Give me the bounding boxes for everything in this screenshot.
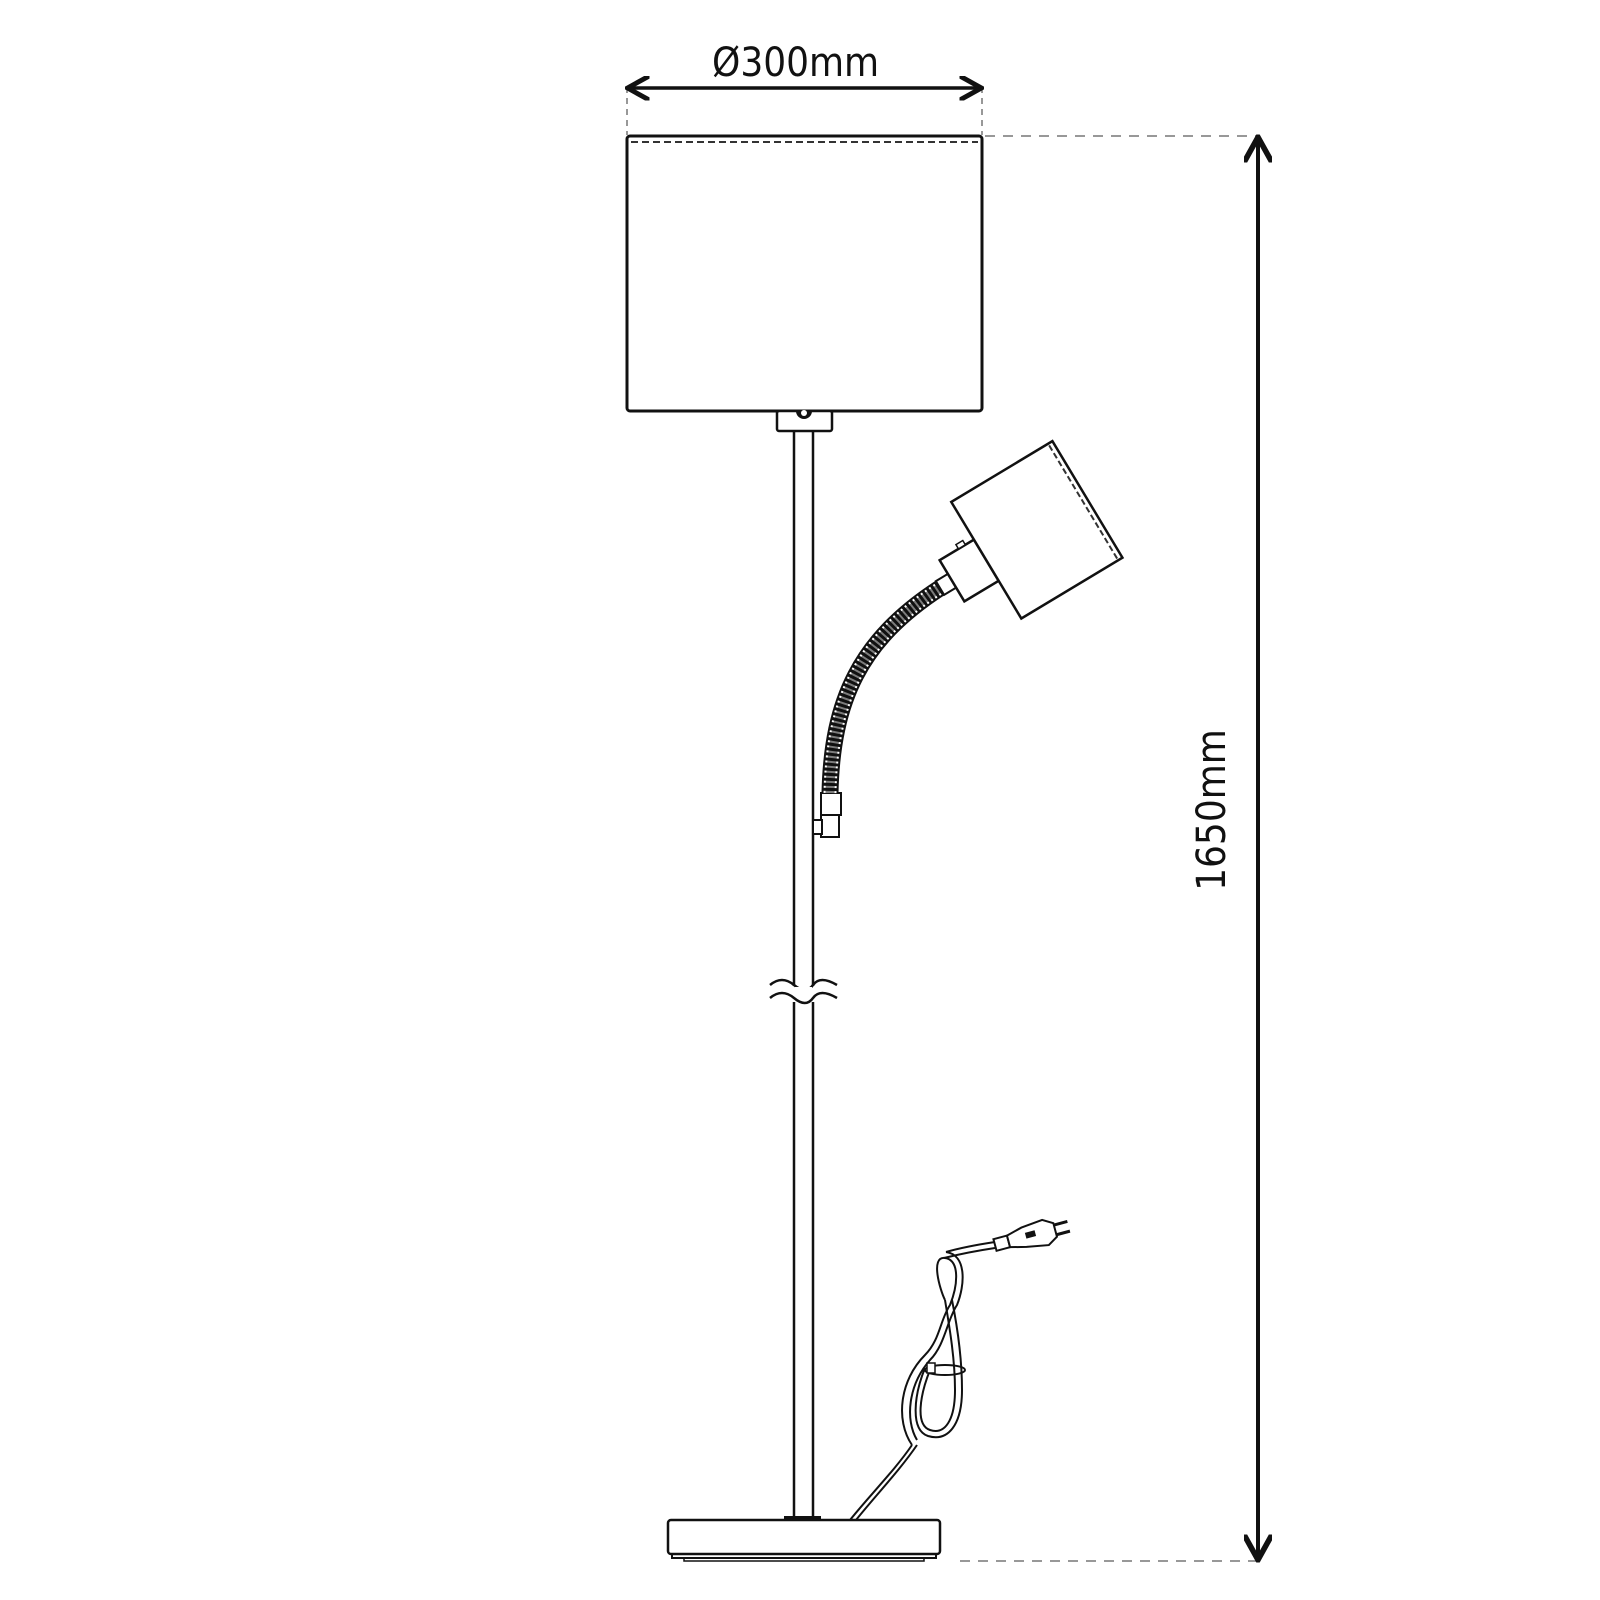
height-label: 1650mm <box>1189 729 1235 891</box>
flexible-gooseneck-arm <box>821 580 945 794</box>
power-cable <box>849 1241 996 1521</box>
pole <box>792 431 815 1525</box>
arm-mount <box>812 792 842 838</box>
diameter-label: Ø300mm <box>712 40 880 86</box>
height-dimension <box>960 136 1258 1561</box>
euro-plug <box>992 1218 1071 1253</box>
break-symbol <box>769 978 838 1005</box>
shade-holder <box>775 409 834 433</box>
width-dimension <box>627 87 982 135</box>
base <box>666 1516 942 1562</box>
cable-tie <box>924 1362 966 1376</box>
reading-spotlight <box>934 439 1125 621</box>
lamp-shade <box>625 134 984 413</box>
